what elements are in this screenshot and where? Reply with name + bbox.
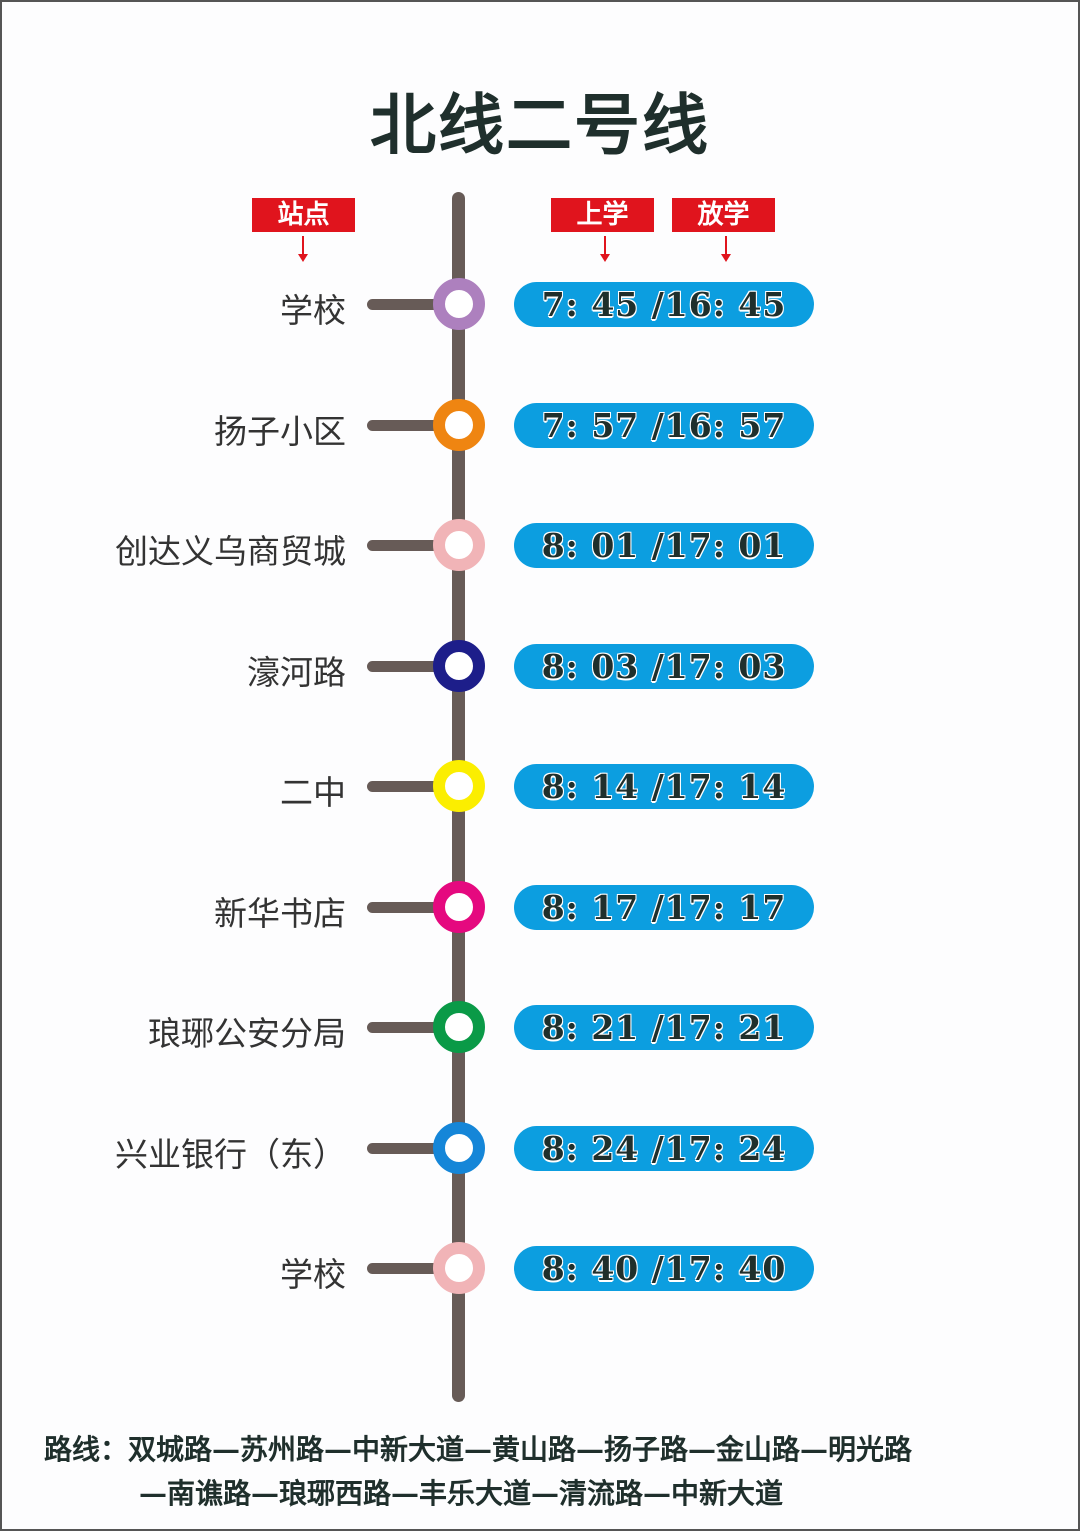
station-connector [367, 1263, 447, 1274]
station-name: 二中 [280, 773, 346, 812]
station-circle-icon [433, 639, 485, 692]
route-line-2: —南谯路—琅琊西路—丰乐大道—清流路—中新大道 [139, 1477, 784, 1510]
station-circle-icon [433, 519, 485, 571]
station-times: 8: 17 /17: 17 [514, 884, 814, 930]
station-row: 学校 7: 45 /16: 45 [0, 274, 1080, 334]
station-connector [367, 419, 447, 431]
route-description: 路线：双城路—苏州路—中新大道—黄山路—扬子路—金山路—明光路 —南谯路—琅琊西… [44, 1428, 1054, 1512]
header-from-school: 放学 [672, 198, 775, 232]
station-row: 琅琊公安分局 8: 21 /17: 21 [0, 997, 1080, 1057]
station-circle-icon [433, 398, 485, 451]
station-times: 7: 57 /16: 57 [514, 402, 814, 448]
station-connector [367, 660, 447, 672]
station-circle-icon [433, 1242, 485, 1294]
station-connector [367, 901, 447, 913]
station-row: 扬子小区 7: 57 /16: 57 [0, 395, 1080, 455]
station-name: 新华书店 [214, 893, 346, 933]
station-name: 创达义乌商贸城 [115, 532, 346, 571]
station-circle-icon [433, 880, 485, 933]
station-connector [367, 540, 447, 551]
header-station: 站点 [252, 198, 355, 232]
route-line-1: 双城路—苏州路—中新大道—黄山路—扬子路—金山路—明光路 [128, 1433, 913, 1466]
station-row: 濠河路 8: 03 /17: 03 [0, 636, 1080, 696]
page-title: 北线二号线 [370, 86, 710, 164]
station-name: 学校 [280, 291, 346, 330]
arrow-down-icon [600, 236, 610, 262]
station-circle-icon [433, 760, 485, 812]
station-row: 兴业银行（东） 8: 24 /17: 24 [0, 1118, 1080, 1178]
station-connector [367, 299, 447, 310]
station-name: 琅琊公安分局 [148, 1014, 346, 1053]
station-times: 8: 14 /17: 14 [514, 764, 814, 809]
header-to-school: 上学 [551, 198, 654, 232]
station-times: 8: 21 /17: 21 [514, 1005, 814, 1050]
station-name: 学校 [280, 1255, 346, 1294]
station-row: 创达义乌商贸城 8: 01 /17: 01 [0, 515, 1080, 575]
arrow-down-icon [721, 236, 731, 262]
station-connector [367, 781, 447, 792]
station-times: 8: 03 /17: 03 [514, 643, 814, 689]
station-name: 扬子小区 [214, 411, 346, 451]
station-row: 新华书店 8: 17 /17: 17 [0, 877, 1080, 937]
station-times: 8: 24 /17: 24 [514, 1125, 814, 1171]
route-label: 路线： [44, 1433, 129, 1466]
station-times: 8: 40 /17: 40 [514, 1246, 814, 1291]
station-circle-icon [433, 278, 485, 330]
station-name: 兴业银行（东） [115, 1134, 346, 1174]
station-connector [367, 1022, 447, 1033]
arrow-down-icon [298, 236, 308, 262]
station-times: 7: 45 /16: 45 [514, 282, 814, 327]
station-row: 二中 8: 14 /17: 14 [0, 756, 1080, 816]
station-name: 濠河路 [247, 652, 346, 692]
station-row: 学校 8: 40 /17: 40 [0, 1238, 1080, 1298]
station-connector [367, 1142, 447, 1154]
station-circle-icon [433, 1001, 485, 1053]
station-circle-icon [433, 1121, 485, 1174]
station-times: 8: 01 /17: 01 [514, 523, 814, 568]
